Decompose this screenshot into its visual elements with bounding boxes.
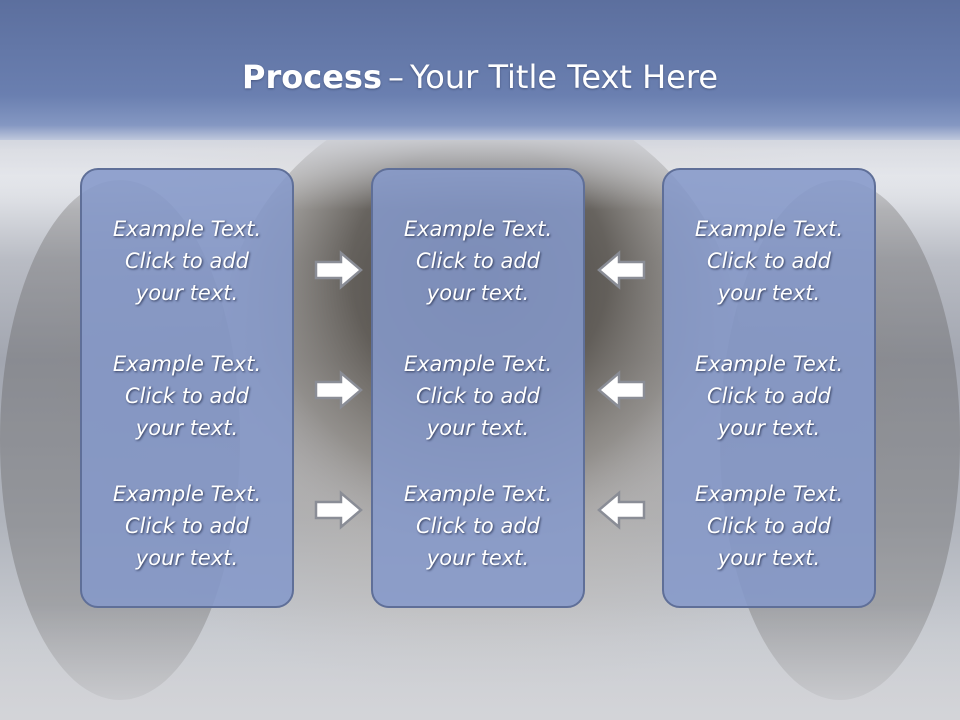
text-line: Click to add (706, 514, 831, 538)
arrow-left-icon (596, 250, 646, 290)
text-line: your text. (426, 281, 530, 305)
text-line: Example Text. (112, 352, 262, 376)
arrow-right-icon (314, 250, 364, 290)
text-line: Click to add (415, 514, 540, 538)
arrow-left-icon (596, 490, 646, 530)
arrow-right-icon (314, 490, 364, 530)
left-text-panel[interactable]: Example Text. Click to add your text. Ex… (80, 168, 294, 608)
text-placeholder[interactable]: Example Text. Click to add your text. (373, 213, 583, 309)
text-placeholder[interactable]: Example Text. Click to add your text. (664, 478, 874, 574)
arrow-left-icon (596, 370, 646, 410)
text-placeholder[interactable]: Example Text. Click to add your text. (82, 478, 292, 574)
text-line: Example Text. (694, 482, 844, 506)
text-line: Click to add (124, 514, 249, 538)
arrow-right-icon (314, 370, 364, 410)
text-line: Example Text. (403, 482, 553, 506)
text-line: your text. (135, 416, 239, 440)
text-line: your text. (135, 546, 239, 570)
text-placeholder[interactable]: Example Text. Click to add your text. (373, 478, 583, 574)
text-line: Example Text. (694, 217, 844, 241)
text-placeholder[interactable]: Example Text. Click to add your text. (664, 348, 874, 444)
text-line: your text. (426, 546, 530, 570)
title-text: Your Title Text Here (409, 58, 718, 96)
text-line: Example Text. (694, 352, 844, 376)
center-text-panel[interactable]: Example Text. Click to add your text. Ex… (371, 168, 585, 608)
title-bold-text: Process (242, 58, 382, 96)
text-line: Click to add (706, 384, 831, 408)
text-line: your text. (717, 416, 821, 440)
text-line: Example Text. (403, 352, 553, 376)
title-dash: – (387, 58, 404, 96)
text-line: your text. (426, 416, 530, 440)
text-line: Click to add (124, 249, 249, 273)
text-line: Click to add (415, 249, 540, 273)
text-placeholder[interactable]: Example Text. Click to add your text. (82, 213, 292, 309)
right-text-panel[interactable]: Example Text. Click to add your text. Ex… (662, 168, 876, 608)
text-placeholder[interactable]: Example Text. Click to add your text. (373, 348, 583, 444)
text-line: Click to add (706, 249, 831, 273)
text-line: your text. (135, 281, 239, 305)
text-placeholder[interactable]: Example Text. Click to add your text. (82, 348, 292, 444)
text-line: your text. (717, 546, 821, 570)
text-placeholder[interactable]: Example Text. Click to add your text. (664, 213, 874, 309)
text-line: Example Text. (403, 217, 553, 241)
text-line: your text. (717, 281, 821, 305)
text-line: Click to add (124, 384, 249, 408)
slide-title[interactable]: Process–Your Title Text Here (0, 52, 960, 102)
text-line: Example Text. (112, 482, 262, 506)
text-line: Click to add (415, 384, 540, 408)
text-line: Example Text. (112, 217, 262, 241)
